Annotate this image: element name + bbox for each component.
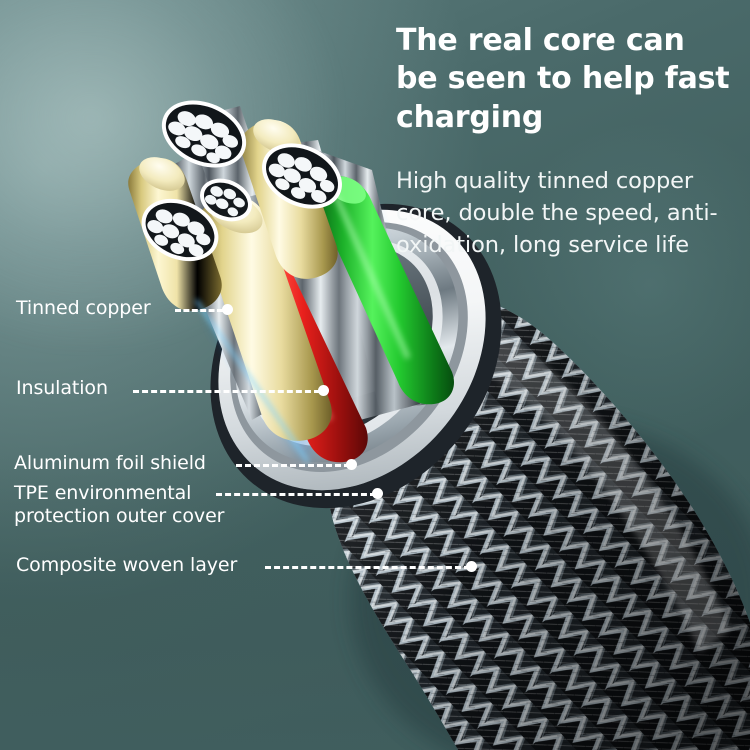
- core-wire-bundle: [128, 100, 454, 463]
- annotation-label-composite-woven-layer: Composite woven layer: [16, 554, 238, 576]
- tinned-copper-bundle-face: [200, 178, 252, 222]
- annotation-leader-insulation: [133, 390, 320, 393]
- annotation-leader-tinned-copper: [175, 309, 223, 312]
- edge-highlight: [194, 299, 310, 463]
- annotation-label-tpe-outer-cover: TPE environmental protection outer cover: [14, 482, 225, 528]
- headline: The real core can be seen to help fast c…: [396, 23, 730, 135]
- annotation-label-tinned-copper: Tinned copper: [16, 297, 151, 319]
- tinned-copper-bundle-face: [161, 100, 247, 168]
- annotation-dot-aluminum-foil-shield: [346, 459, 357, 470]
- annotation-leader-aluminum-foil-shield: [236, 464, 350, 467]
- annotation-dot-composite-woven-layer: [466, 561, 477, 572]
- annotation-dot-insulation: [318, 385, 329, 396]
- annotation-leader-composite-woven-layer: [265, 566, 470, 569]
- annotation-dot-tinned-copper: [222, 304, 233, 315]
- annotation-leader-tpe-outer-cover: [216, 493, 376, 496]
- tinned-copper-bundle-face: [141, 198, 219, 262]
- tinned-copper-bundle-face: [262, 143, 342, 209]
- annotation-dot-tpe-outer-cover: [372, 488, 383, 499]
- subheading: High quality tinned copper core, double …: [396, 168, 718, 258]
- annotation-label-insulation: Insulation: [16, 377, 108, 399]
- annotation-label-aluminum-foil-shield: Aluminum foil shield: [14, 452, 206, 474]
